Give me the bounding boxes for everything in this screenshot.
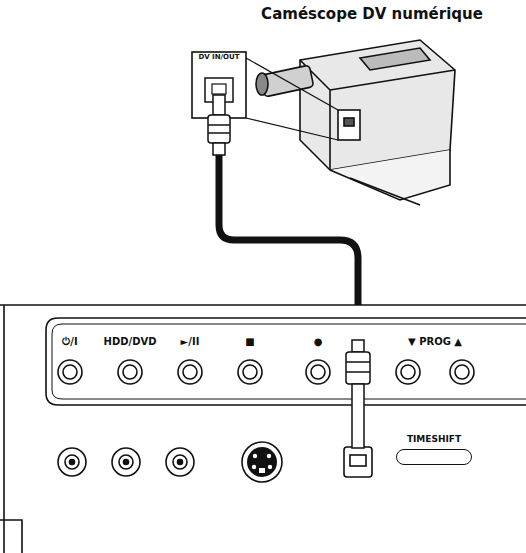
button-label: ■: [245, 336, 254, 347]
av-jack: [58, 448, 194, 476]
port-label: DV IN/OUT: [191, 53, 247, 61]
cable-plug: [346, 340, 370, 448]
button-label: ⏻/I: [62, 336, 77, 347]
camcorder: [256, 40, 455, 205]
button: [58, 360, 474, 384]
s-video-jack: [242, 442, 282, 482]
node-text: DV IN/OUT: [191, 53, 247, 61]
cable-plug: [208, 95, 230, 155]
button-label: ►/II: [181, 336, 200, 347]
button-label: HDD/DVD: [104, 336, 157, 347]
button-label: ●: [314, 336, 323, 347]
title: Caméscope DV numérique: [261, 6, 483, 23]
leader-line: [246, 58, 338, 140]
dv-jack: [344, 447, 372, 477]
button-oval: [396, 449, 472, 465]
timeshift-button: TIMESHIFT: [390, 434, 478, 465]
button-label: ▼ PROG ▲: [408, 336, 462, 347]
recorder-panel: [0, 305, 526, 553]
inset-box: [192, 52, 246, 118]
node-text: TIMESHIFT: [390, 434, 478, 444]
dv-jack: [212, 84, 226, 94]
